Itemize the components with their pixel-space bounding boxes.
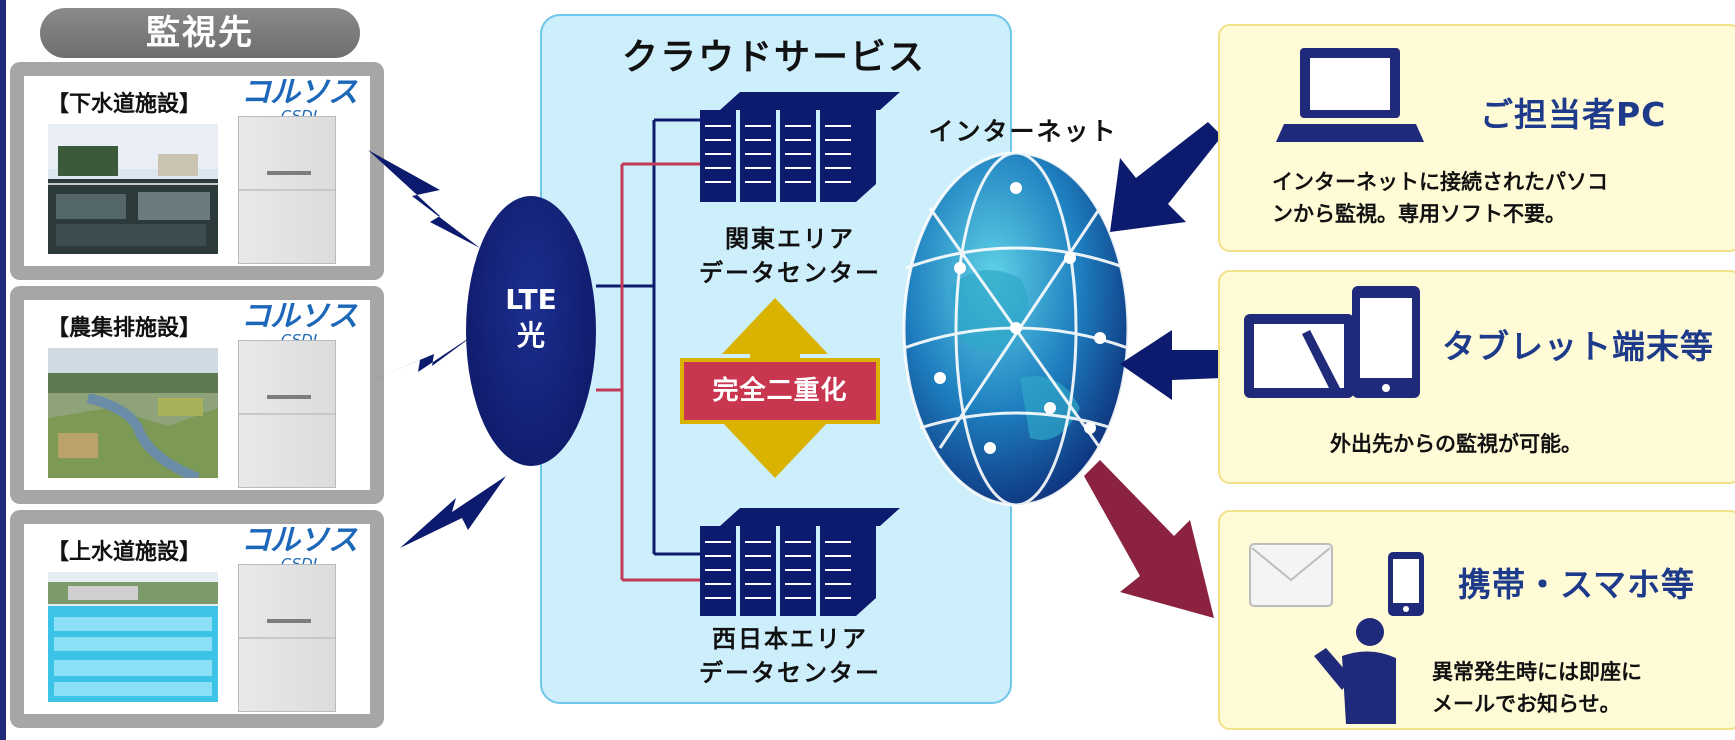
brand-name: コルソス <box>241 299 358 334</box>
dc-east-line1: 関東エリア <box>725 225 855 253</box>
corsos-device <box>238 116 336 264</box>
cloud-service-title: クラウドサービス <box>621 37 926 78</box>
lightning-bolt-icon <box>368 150 480 248</box>
pc-desc-line1: インターネットに接続されたパソコ <box>1272 170 1608 194</box>
client-card-tablet: タブレット端末等 外出先からの監視が可能。 <box>1218 270 1735 484</box>
corsos-device <box>238 564 336 712</box>
server-rack-icon-west <box>700 508 900 616</box>
pc-desc: インターネットに接続されたパソコ ンから監視。専用ソフト不要。 <box>1272 166 1608 230</box>
dc-west-line1: 西日本エリア <box>712 625 868 653</box>
dc-east-line2: データセンター <box>699 259 881 287</box>
internet-label: インターネット <box>928 117 1118 146</box>
site-title: 【上水道施設】 <box>46 540 201 565</box>
tablet-title: タブレット端末等 <box>1442 327 1714 366</box>
sewage-facility-photo <box>48 124 218 254</box>
tablet-desc: 外出先からの監視が可能。 <box>1330 428 1582 460</box>
site-panel-sewage: 【下水道施設】 コルソス CSDJ <box>10 62 384 280</box>
arrow-icon <box>1120 330 1222 400</box>
client-card-mobile: 携帯・スマホ等 異常発生時には即座に メールでお知らせ。 <box>1218 510 1735 730</box>
pc-desc-line2: ンから監視。専用ソフト不要。 <box>1272 202 1566 226</box>
globe-icon <box>902 151 1130 507</box>
full-redundancy-label: 完全二重化 <box>680 358 880 424</box>
brand-name: コルソス <box>241 75 358 110</box>
brand-name: コルソス <box>241 523 358 558</box>
server-rack-icon-east <box>700 92 900 202</box>
agricultural-facility-photo <box>48 348 218 478</box>
tablet-desc-line1: 外出先からの監視が可能。 <box>1330 432 1582 456</box>
dc-west-label: 西日本エリア データセンター <box>660 622 920 690</box>
laptop-icon <box>1276 48 1424 142</box>
pc-title: ご担当者PC <box>1480 95 1667 134</box>
lte-line2: 光 <box>516 319 545 352</box>
dc-west-line2: データセンター <box>699 659 881 687</box>
water-facility-photo <box>48 572 218 702</box>
lte-network-node <box>466 196 596 466</box>
lte-label: LTE 光 <box>466 282 596 354</box>
arrow-icon <box>1084 460 1214 618</box>
site-title: 【農集排施設】 <box>46 316 201 341</box>
dc-east-label: 関東エリア データセンター <box>660 222 920 290</box>
envelope-icon <box>1249 543 1333 607</box>
corsos-brand-logo: コルソス CSDJ <box>234 523 364 573</box>
tablet-icon <box>1244 286 1420 398</box>
mobile-title: 携帯・スマホ等 <box>1458 565 1696 604</box>
mobile-desc: 異常発生時には即座に メールでお知らせ。 <box>1432 656 1642 720</box>
smartphone-icon <box>1388 552 1424 616</box>
site-panel-agricultural: 【農集排施設】 コルソス CSDJ <box>10 286 384 504</box>
arrow-icon <box>1110 122 1222 232</box>
client-card-pc: ご担当者PC インターネットに接続されたパソコ ンから監視。専用ソフト不要。 <box>1218 24 1735 252</box>
left-edge-bar <box>0 0 6 740</box>
mobile-desc-line1: 異常発生時には即座に <box>1432 660 1642 684</box>
site-panel-water: 【上水道施設】 コルソス CSDJ <box>10 510 384 728</box>
person-with-phone-icon <box>1314 618 1396 724</box>
corsos-device <box>238 340 336 488</box>
mobile-desc-line2: メールでお知らせ。 <box>1432 692 1621 716</box>
site-title: 【下水道施設】 <box>46 92 201 117</box>
lightning-bolt-icon <box>400 476 506 548</box>
lte-line1: LTE <box>505 283 557 316</box>
monitor-targets-header: 監視先 <box>40 8 360 58</box>
